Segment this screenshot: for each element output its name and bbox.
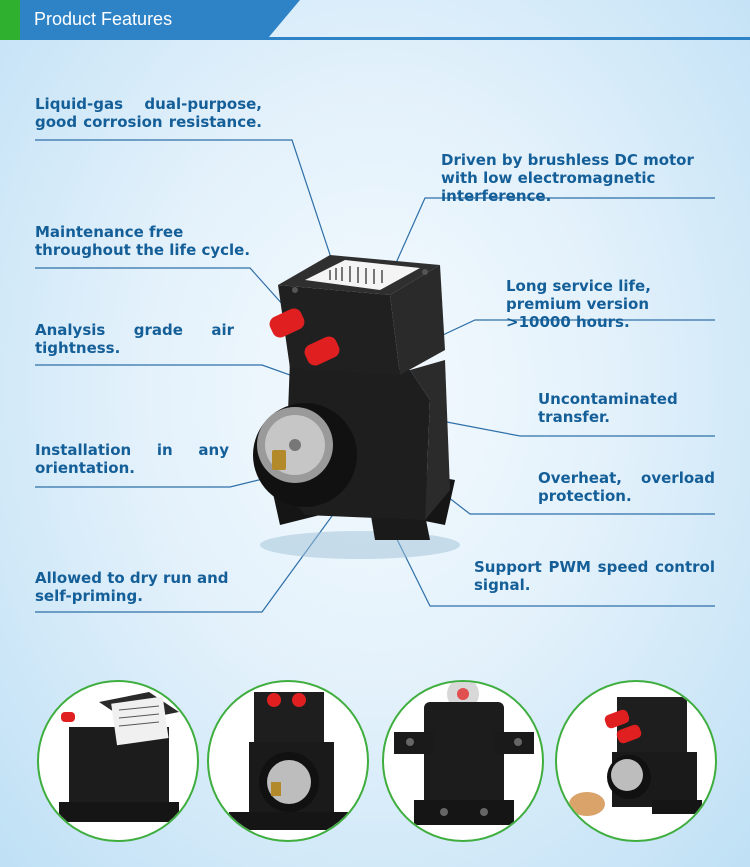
pump-product-image bbox=[253, 255, 460, 559]
callout-installation: Installation in any orientation. bbox=[35, 441, 229, 477]
header-rule bbox=[255, 37, 750, 40]
callout-liquid-gas: Liquid-gas dual-purpose, good corrosion … bbox=[35, 95, 262, 131]
callout-overheat: Overheat, overload protection. bbox=[538, 469, 715, 505]
callout-maintenance: Maintenance free throughout the life cyc… bbox=[35, 223, 251, 259]
thumbnail-pump-front-view bbox=[207, 680, 369, 842]
section-header: Product Features bbox=[0, 0, 750, 44]
callout-pwm: Support PWM speed control signal. bbox=[474, 558, 715, 594]
thumbnail-pump-scale-view bbox=[555, 680, 717, 842]
callout-dry-run: Allowed to dry run and self-priming. bbox=[35, 569, 229, 605]
callout-analysis: Analysis grade air tightness. bbox=[35, 321, 234, 357]
leader-line-liquid-gas bbox=[35, 139, 346, 301]
section-title: Product Features bbox=[34, 9, 173, 29]
thumbnail-pump-back-view bbox=[382, 680, 544, 842]
callout-brushless: Driven by brushless DC motor with low el… bbox=[441, 151, 694, 205]
callout-service-life: Long service life, premium version >1000… bbox=[506, 277, 651, 331]
header-blue-tab bbox=[20, 0, 300, 40]
callout-uncontaminated: Uncontaminated transfer. bbox=[538, 390, 678, 426]
header-green-tab bbox=[0, 0, 20, 40]
thumbnail-pump-label-view bbox=[37, 680, 199, 842]
